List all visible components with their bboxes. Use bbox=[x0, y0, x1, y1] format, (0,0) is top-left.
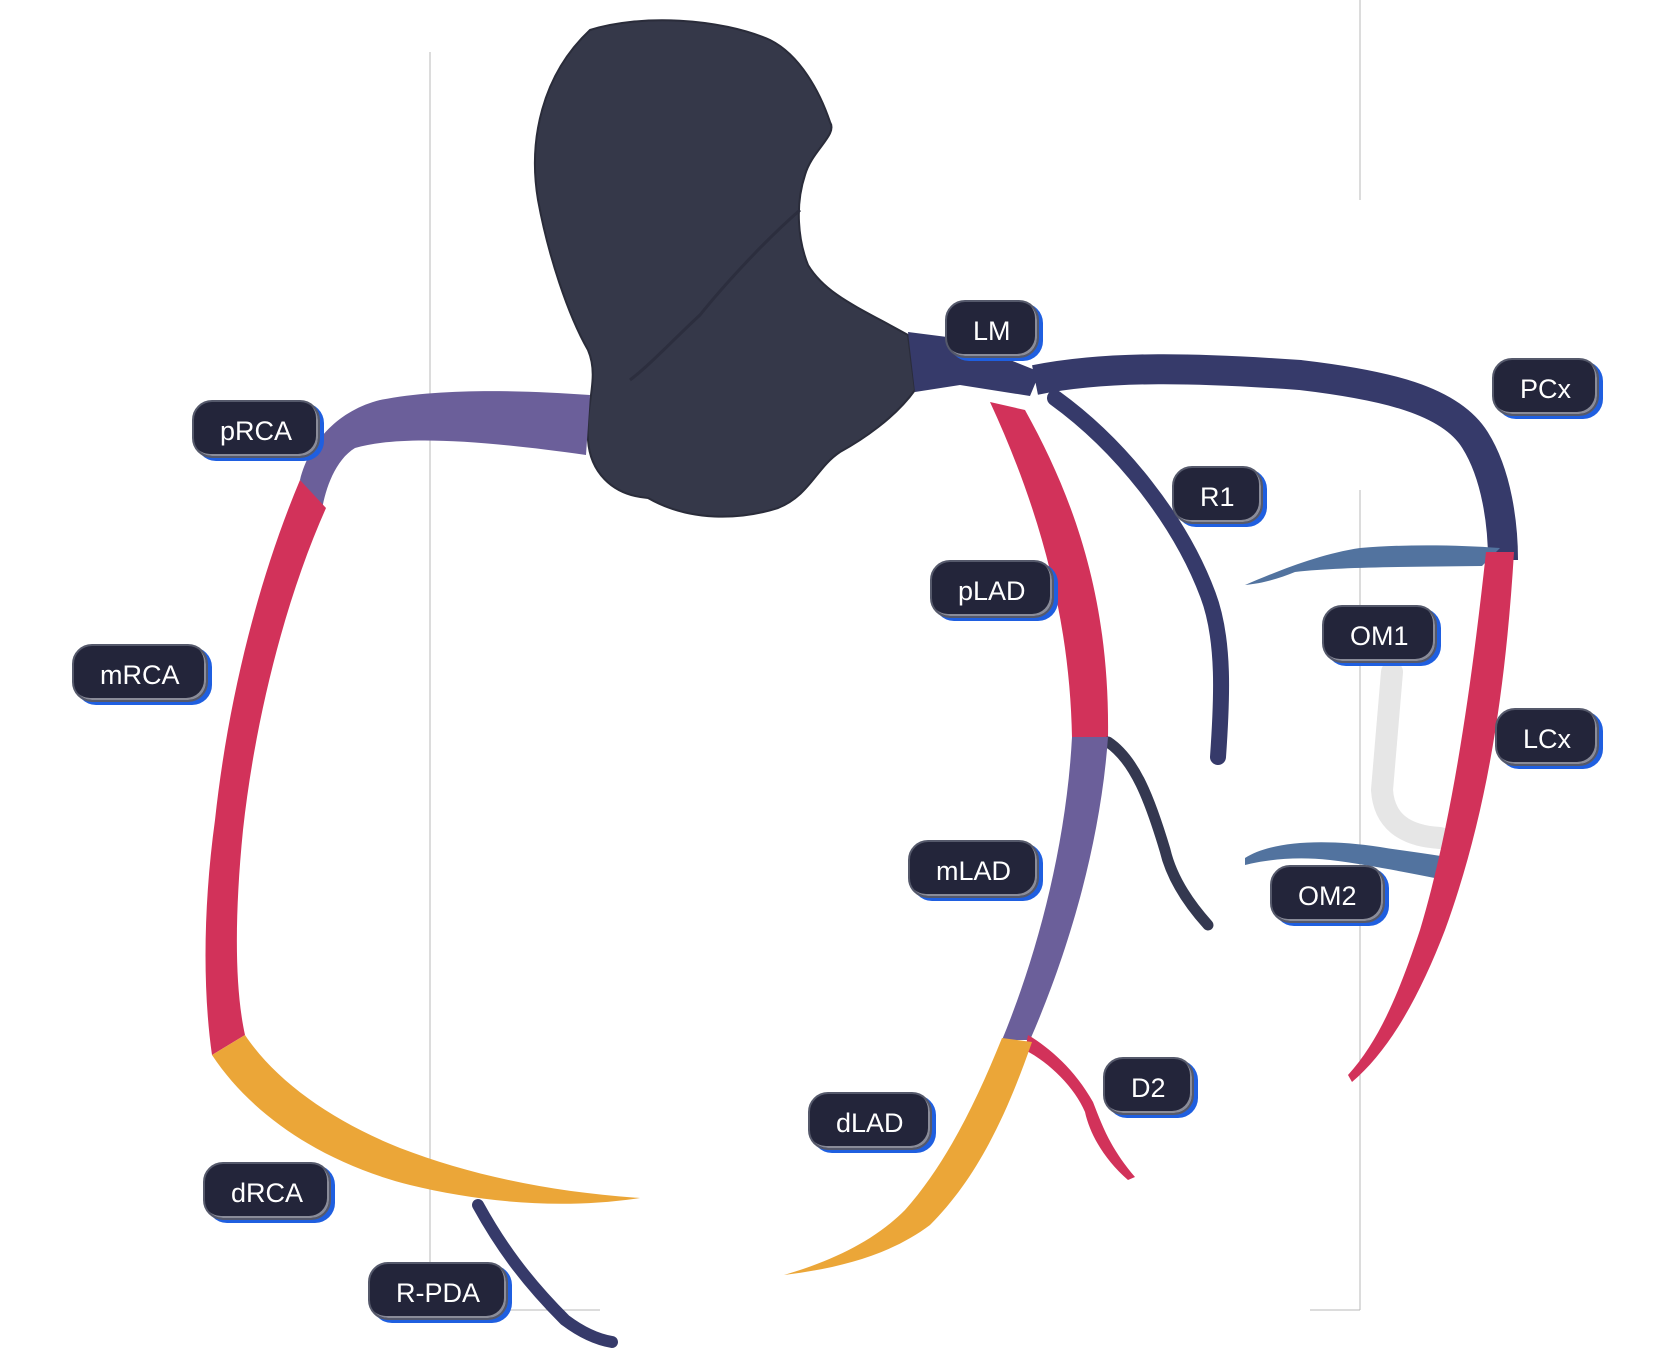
label-dlad[interactable]: dLAD bbox=[808, 1092, 932, 1150]
label-prca[interactable]: pRCA bbox=[192, 400, 321, 458]
label-mlad[interactable]: mLAD bbox=[908, 840, 1040, 898]
mlad-vessel bbox=[1002, 737, 1108, 1040]
label-lm[interactable]: LM bbox=[945, 300, 1039, 358]
r1-vessel bbox=[1047, 390, 1230, 765]
label-om2[interactable]: OM2 bbox=[1270, 865, 1385, 923]
drca-vessel bbox=[212, 1035, 640, 1204]
plad-vessel bbox=[990, 402, 1109, 738]
aortic-root-crease bbox=[629, 208, 801, 382]
label-d2[interactable]: D2 bbox=[1103, 1057, 1194, 1115]
om2-vessel bbox=[1245, 842, 1462, 882]
dlad-vessel bbox=[784, 1038, 1032, 1275]
label-rpda[interactable]: R-PDA bbox=[368, 1262, 509, 1320]
mrca-vessel bbox=[205, 480, 326, 1055]
left-main-vessel bbox=[908, 332, 1040, 396]
label-plad[interactable]: pLAD bbox=[930, 560, 1054, 618]
label-drca[interactable]: dRCA bbox=[203, 1162, 332, 1220]
label-pcx[interactable]: PCx bbox=[1492, 358, 1600, 416]
rpda-vessel bbox=[472, 1199, 618, 1348]
pcx-vessel bbox=[1032, 354, 1518, 561]
om1-vessel bbox=[1245, 545, 1500, 585]
d2-vessel bbox=[1025, 1035, 1135, 1180]
label-mrca[interactable]: mRCA bbox=[72, 644, 208, 702]
aortic-root bbox=[533, 19, 917, 518]
lcx-vessel bbox=[1348, 552, 1514, 1082]
label-r1[interactable]: R1 bbox=[1172, 466, 1263, 524]
prca-vessel bbox=[300, 391, 590, 510]
d1-vessel bbox=[1102, 736, 1214, 931]
ghost-branch bbox=[1370, 661, 1451, 849]
label-lcx[interactable]: LCx bbox=[1495, 708, 1600, 766]
label-om1[interactable]: OM1 bbox=[1322, 605, 1437, 663]
